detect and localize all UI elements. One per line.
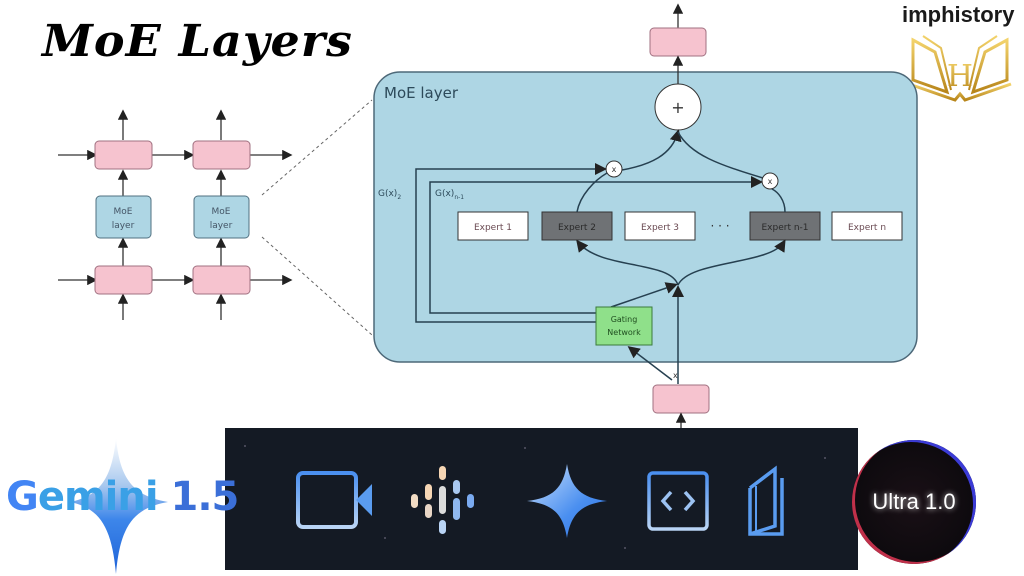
expert-box [541, 211, 613, 241]
gemini-star-icon [70, 438, 168, 574]
gate-weight-label: G(x)2 [378, 189, 401, 201]
gate-weight-label: G(x)n-1 [435, 189, 464, 201]
moe-diagram: MoE layer MoE layer MoE layer + x x G(x)… [58, 3, 918, 430]
input-label: x [673, 371, 678, 380]
moe-block-label: MoE [114, 207, 133, 217]
expert-box [624, 211, 696, 241]
book-icon [748, 465, 784, 536]
moe-block-label: MoE [212, 207, 231, 217]
moe-block [95, 195, 152, 239]
left-transformer-stack: MoE layer MoE layer [58, 109, 293, 320]
gemini-logo-text: Gemini 1.5 [6, 474, 239, 520]
brand-name: imphistory [902, 2, 1015, 27]
gating-network [595, 306, 653, 346]
svg-text:Gating: Gating [611, 315, 638, 324]
pink-block [192, 140, 251, 170]
expert-label: Expert n [848, 223, 886, 233]
ultra-label: Ultra 1.0 [872, 489, 956, 514]
pink-block [192, 265, 251, 295]
gemini-version: 1.5 [157, 474, 239, 520]
zoom-guide-line [261, 236, 373, 336]
expert-label: Expert n-1 [761, 223, 808, 233]
svg-text:x: x [612, 165, 617, 174]
gemini-letter-g: G [6, 474, 39, 520]
moe-layer-title: MoE layer [384, 84, 459, 102]
experts-ellipsis: · · · [710, 219, 729, 233]
book-logo-icon: H [908, 35, 1012, 102]
page-title: MoE Layers [42, 15, 353, 67]
feature-icon-bar [225, 428, 858, 570]
moe-block [193, 195, 250, 239]
expert-label: Expert 2 [558, 223, 596, 233]
audio-wave-icon [411, 466, 474, 534]
expert-box [831, 211, 903, 241]
pink-block [94, 265, 153, 295]
svg-text:x: x [768, 177, 773, 186]
svg-text:+: + [671, 98, 684, 117]
zoom-guide-line [261, 99, 373, 196]
expert-label: Expert 3 [641, 223, 679, 233]
sparkle-icon [527, 464, 607, 538]
moe-block-label: layer [112, 221, 135, 231]
gemini-word: emini [37, 474, 159, 520]
svg-text:H: H [947, 59, 973, 94]
expert-box [457, 211, 529, 241]
code-brackets-icon [647, 471, 709, 531]
moe-block-label: layer [210, 221, 233, 231]
svg-text:Network: Network [607, 328, 641, 337]
pink-block [94, 140, 153, 170]
expert-label: Expert 1 [474, 223, 512, 233]
ultra-badge: Ultra 1.0 [852, 440, 976, 564]
output-block [649, 27, 707, 57]
video-camera-icon [296, 471, 372, 529]
experts-row: Expert 1 Expert 2 Expert 3 Expert n-1 Expert… [457, 211, 903, 241]
input-block [652, 384, 710, 414]
